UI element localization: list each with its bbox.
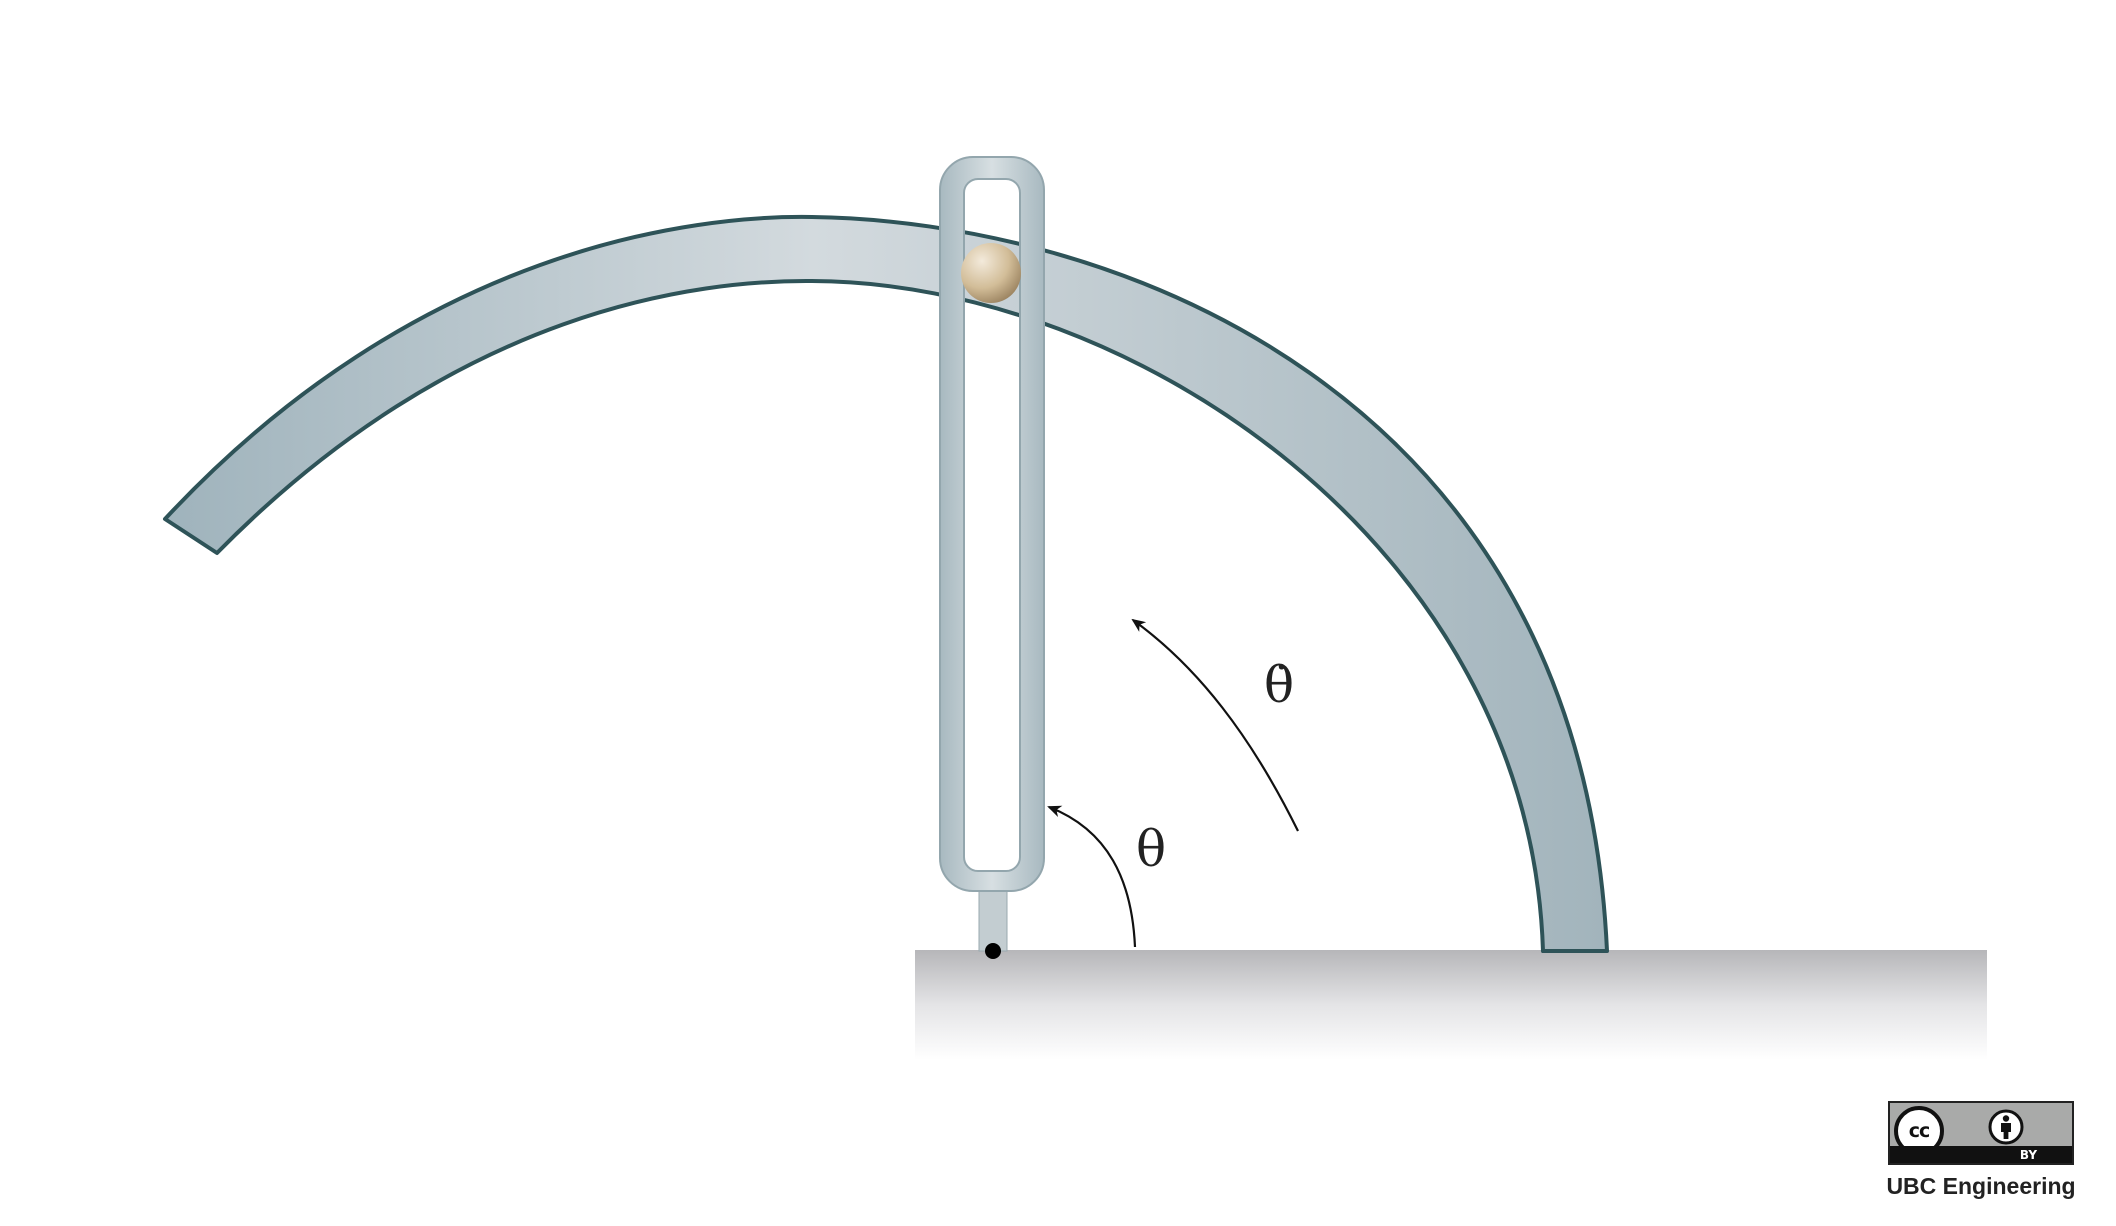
ball bbox=[961, 243, 1021, 303]
theta-arrow bbox=[1047, 805, 1137, 948]
attribution-person-icon bbox=[1988, 1109, 2024, 1145]
credit-text: UBC Engineering bbox=[1886, 1173, 2076, 1199]
by-label: BY bbox=[2019, 1148, 2038, 1162]
by-strip bbox=[1890, 1146, 2072, 1163]
theta-dot-arrow bbox=[1131, 618, 1299, 832]
slotted-arm bbox=[939, 156, 1045, 892]
cc-by-badge[interactable]: cc BY bbox=[1888, 1101, 2074, 1165]
circular-track bbox=[163, 214, 1609, 953]
pivot-stem bbox=[978, 888, 1008, 952]
cc-mark: cc bbox=[1908, 1120, 1931, 1142]
theta-label: θ bbox=[1136, 820, 1166, 878]
license-badge: cc BY UBC Engineering bbox=[1886, 1101, 2076, 1200]
pivot-point bbox=[985, 943, 1001, 959]
ground-surface bbox=[915, 950, 1987, 1060]
theta-dot-label: θ̇ bbox=[1264, 656, 1294, 714]
